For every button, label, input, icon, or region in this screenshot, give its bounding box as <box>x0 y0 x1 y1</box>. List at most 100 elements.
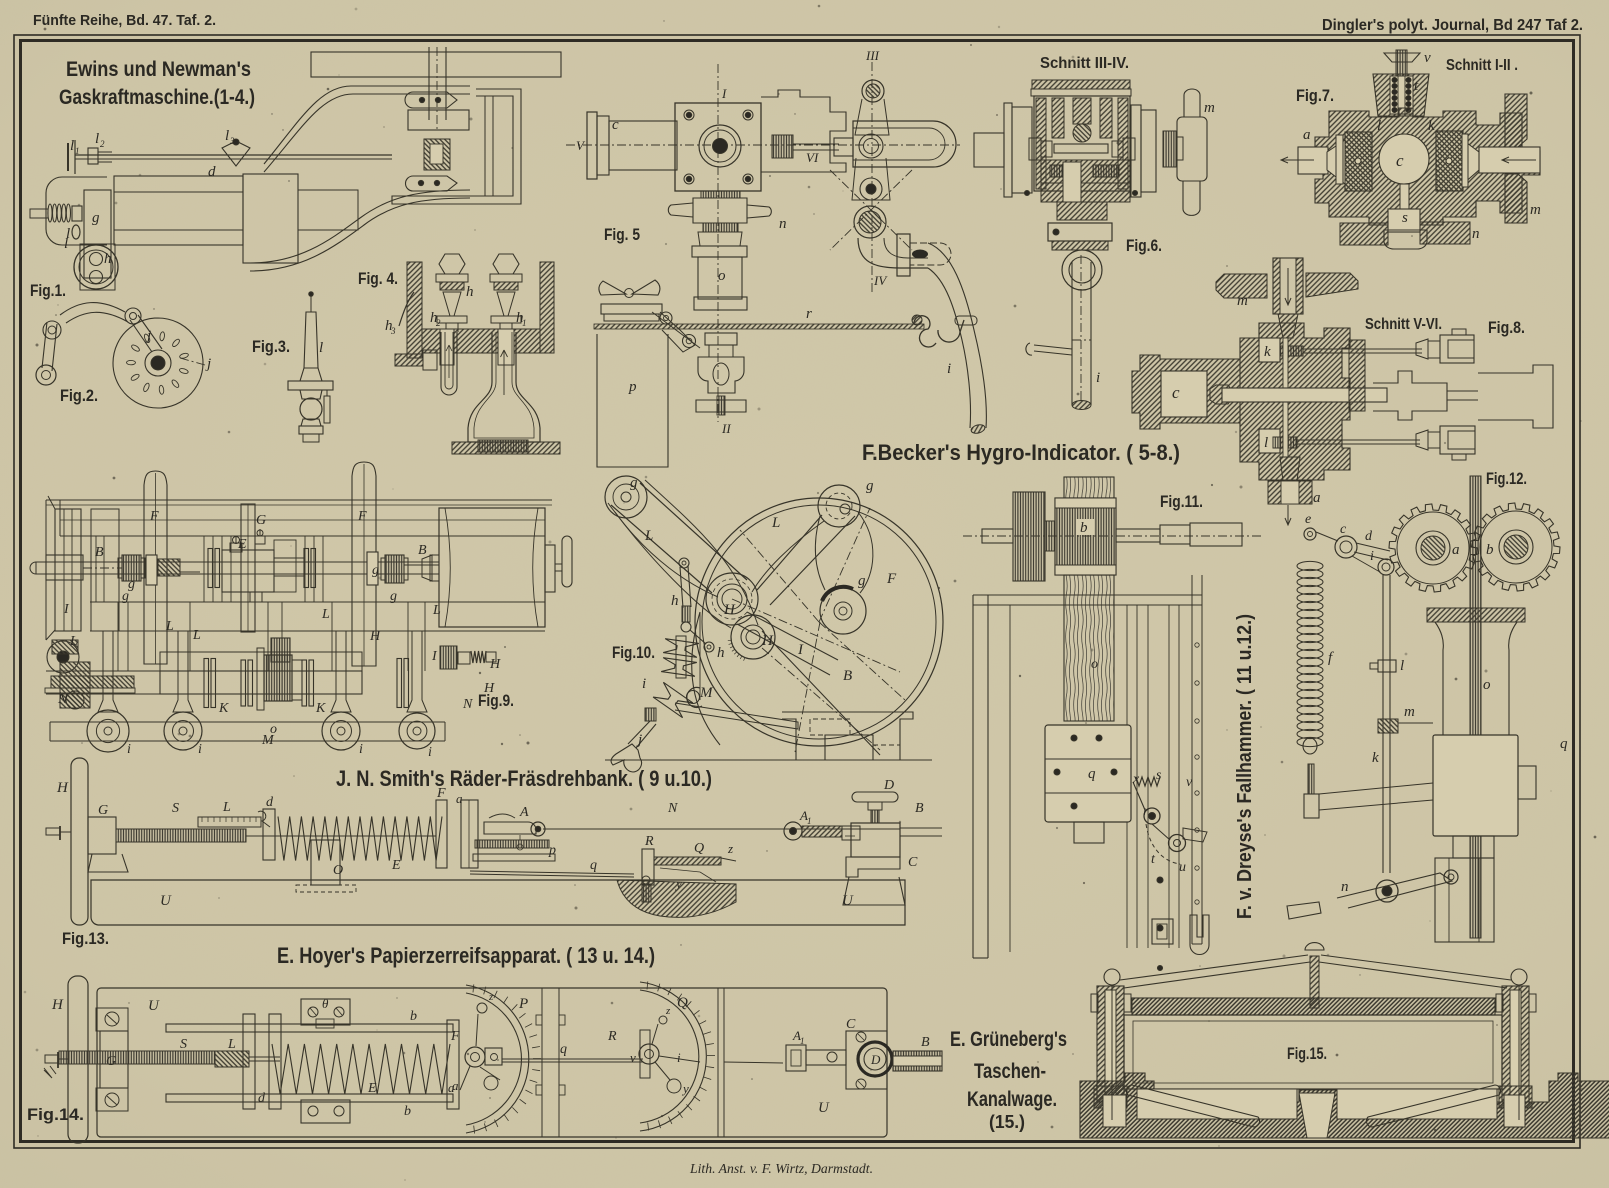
svg-text:A: A <box>792 1028 801 1043</box>
svg-text:c: c <box>612 117 619 133</box>
svg-text:I: I <box>431 649 438 664</box>
svg-text:H: H <box>369 629 381 644</box>
svg-text:g: g <box>128 577 135 592</box>
svg-text:E: E <box>237 537 247 552</box>
svg-text:v: v <box>1186 775 1193 790</box>
svg-text:3: 3 <box>390 326 396 336</box>
svg-text:z: z <box>665 1005 671 1017</box>
svg-text:1: 1 <box>800 1036 805 1046</box>
svg-text:II: II <box>721 421 731 436</box>
svg-text:E. Grüneberg's: E. Grüneberg's <box>950 1028 1067 1051</box>
svg-text:x: x <box>1132 772 1140 787</box>
svg-text:H: H <box>761 633 774 649</box>
svg-text:H: H <box>489 657 501 672</box>
svg-text:S: S <box>180 1037 187 1052</box>
svg-text:1: 1 <box>522 318 527 328</box>
svg-text:1: 1 <box>75 146 80 156</box>
svg-text:t: t <box>1151 852 1156 867</box>
svg-text:r: r <box>1143 804 1149 819</box>
svg-text:L: L <box>192 628 201 643</box>
svg-text:Fig. 5: Fig. 5 <box>604 225 640 244</box>
svg-text:j: j <box>636 732 642 748</box>
svg-text:B: B <box>915 801 924 816</box>
svg-text:i: i <box>947 361 951 377</box>
svg-text:B: B <box>95 545 104 560</box>
svg-text:S: S <box>172 801 179 816</box>
svg-text:m: m <box>1404 704 1415 720</box>
svg-text:i: i <box>198 742 202 757</box>
svg-text:j: j <box>145 328 151 344</box>
svg-text:h: h <box>717 645 725 661</box>
svg-text:Fig.6.: Fig.6. <box>1126 236 1162 255</box>
svg-text:o: o <box>718 268 726 284</box>
svg-text:g: g <box>372 563 379 578</box>
svg-text:N: N <box>57 692 68 707</box>
svg-text:P: P <box>518 996 528 1012</box>
svg-text:q: q <box>590 858 597 873</box>
svg-text:z: z <box>488 991 494 1003</box>
svg-text:v: v <box>1424 50 1431 66</box>
svg-text:B: B <box>418 543 427 558</box>
svg-text:R: R <box>607 1029 617 1044</box>
svg-text:(15.): (15.) <box>989 1112 1025 1132</box>
svg-text:n: n <box>779 216 787 232</box>
svg-text:h: h <box>516 310 524 326</box>
svg-text:V: V <box>576 138 586 153</box>
svg-text:d: d <box>258 1091 266 1106</box>
svg-text:K: K <box>315 701 326 716</box>
svg-text:L: L <box>432 603 441 618</box>
svg-text:s: s <box>1402 210 1408 226</box>
svg-text:d: d <box>266 795 274 810</box>
svg-text:i: i <box>642 676 646 692</box>
svg-text:Kanalwage.: Kanalwage. <box>967 1088 1057 1111</box>
svg-text:Fig.7.: Fig.7. <box>1296 86 1334 105</box>
svg-text:F.Becker's Hygro-Indicator. (: F.Becker's Hygro-Indicator. ( 5-8.) <box>862 440 1180 465</box>
svg-text:H: H <box>723 602 736 618</box>
svg-text:D: D <box>883 778 894 793</box>
svg-text:E: E <box>391 858 401 873</box>
svg-text:M: M <box>699 685 714 701</box>
svg-text:Schnitt III-IV.: Schnitt III-IV. <box>1040 55 1129 72</box>
svg-text:Fig.14.: Fig.14. <box>27 1105 84 1124</box>
svg-text:H: H <box>51 997 64 1013</box>
svg-text:I: I <box>721 86 727 101</box>
svg-text:i: i <box>1096 370 1100 386</box>
svg-text:f: f <box>1328 650 1334 666</box>
svg-text:Fig.10.: Fig.10. <box>612 643 655 662</box>
svg-text:Fig.8.: Fig.8. <box>1488 318 1525 337</box>
svg-text:a: a <box>452 1078 459 1093</box>
svg-text:Fig.1.: Fig.1. <box>30 281 66 300</box>
svg-text:H: H <box>483 681 495 696</box>
svg-text:C: C <box>846 1017 856 1032</box>
svg-text:a: a <box>448 1080 455 1095</box>
svg-text:h: h <box>385 318 393 334</box>
svg-text:N: N <box>462 697 473 712</box>
svg-text:j: j <box>205 356 211 372</box>
svg-text:b: b <box>1486 542 1494 558</box>
svg-text:b: b <box>404 1104 411 1119</box>
svg-text:v: v <box>630 1050 636 1065</box>
svg-text:B: B <box>921 1035 930 1050</box>
svg-text:l: l <box>66 226 70 242</box>
svg-text:i: i <box>677 1050 681 1065</box>
svg-text:L: L <box>165 619 174 634</box>
svg-text:Fig.11.: Fig.11. <box>1160 492 1203 511</box>
svg-text:d: d <box>1365 529 1373 544</box>
svg-text:L: L <box>771 515 780 531</box>
svg-text:r: r <box>806 306 812 322</box>
svg-text:g: g <box>390 589 397 604</box>
svg-text:III: III <box>865 48 880 63</box>
svg-text:c: c <box>1396 151 1404 170</box>
svg-text:i: i <box>428 745 432 760</box>
svg-text:E: E <box>367 1081 377 1096</box>
svg-text:U: U <box>160 893 172 909</box>
svg-text:A: A <box>799 808 808 823</box>
svg-text:l: l <box>1377 118 1381 134</box>
svg-text:h: h <box>430 310 438 326</box>
svg-text:Schnitt I-II .: Schnitt I-II . <box>1446 57 1518 74</box>
svg-text:l: l <box>225 128 229 144</box>
svg-text:Schnitt V-VI.: Schnitt V-VI. <box>1365 316 1442 333</box>
svg-text:Fig.13.: Fig.13. <box>62 929 109 948</box>
svg-text:Gaskraftmaschine.(1-4.): Gaskraftmaschine.(1-4.) <box>59 86 255 109</box>
svg-text:Fig. 4.: Fig. 4. <box>358 269 398 288</box>
